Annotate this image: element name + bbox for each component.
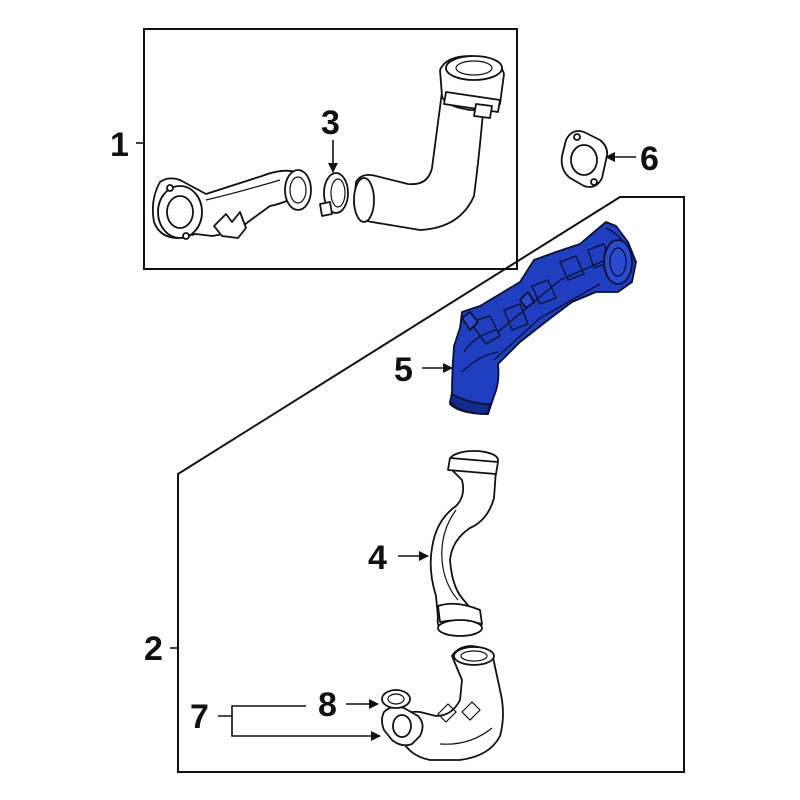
small-gasket-part[interactable] bbox=[381, 689, 411, 709]
leader-7-upper bbox=[218, 705, 306, 717]
callout-8: 8 bbox=[318, 686, 337, 724]
group-box-1 bbox=[143, 28, 518, 270]
callout-4: 4 bbox=[368, 539, 387, 577]
callout-1: 1 bbox=[110, 126, 129, 164]
hose-clamp-part[interactable] bbox=[319, 172, 349, 217]
gasket-part[interactable] bbox=[560, 130, 609, 188]
intake-duct-highlighted-part[interactable] bbox=[449, 221, 637, 415]
lower-hose-part[interactable] bbox=[429, 450, 499, 637]
group-box-2 bbox=[177, 196, 685, 773]
callout-6: 6 bbox=[640, 140, 659, 178]
leader-7-lower bbox=[231, 716, 381, 741]
lower-elbow-pipe-part[interactable] bbox=[381, 645, 504, 761]
callout-5: 5 bbox=[394, 351, 413, 389]
callout-3: 3 bbox=[321, 104, 340, 142]
upper-hose-part[interactable] bbox=[353, 55, 505, 231]
inlet-pipe-part[interactable] bbox=[151, 169, 312, 240]
callout-7: 7 bbox=[190, 698, 209, 736]
callout-2: 2 bbox=[144, 630, 163, 668]
